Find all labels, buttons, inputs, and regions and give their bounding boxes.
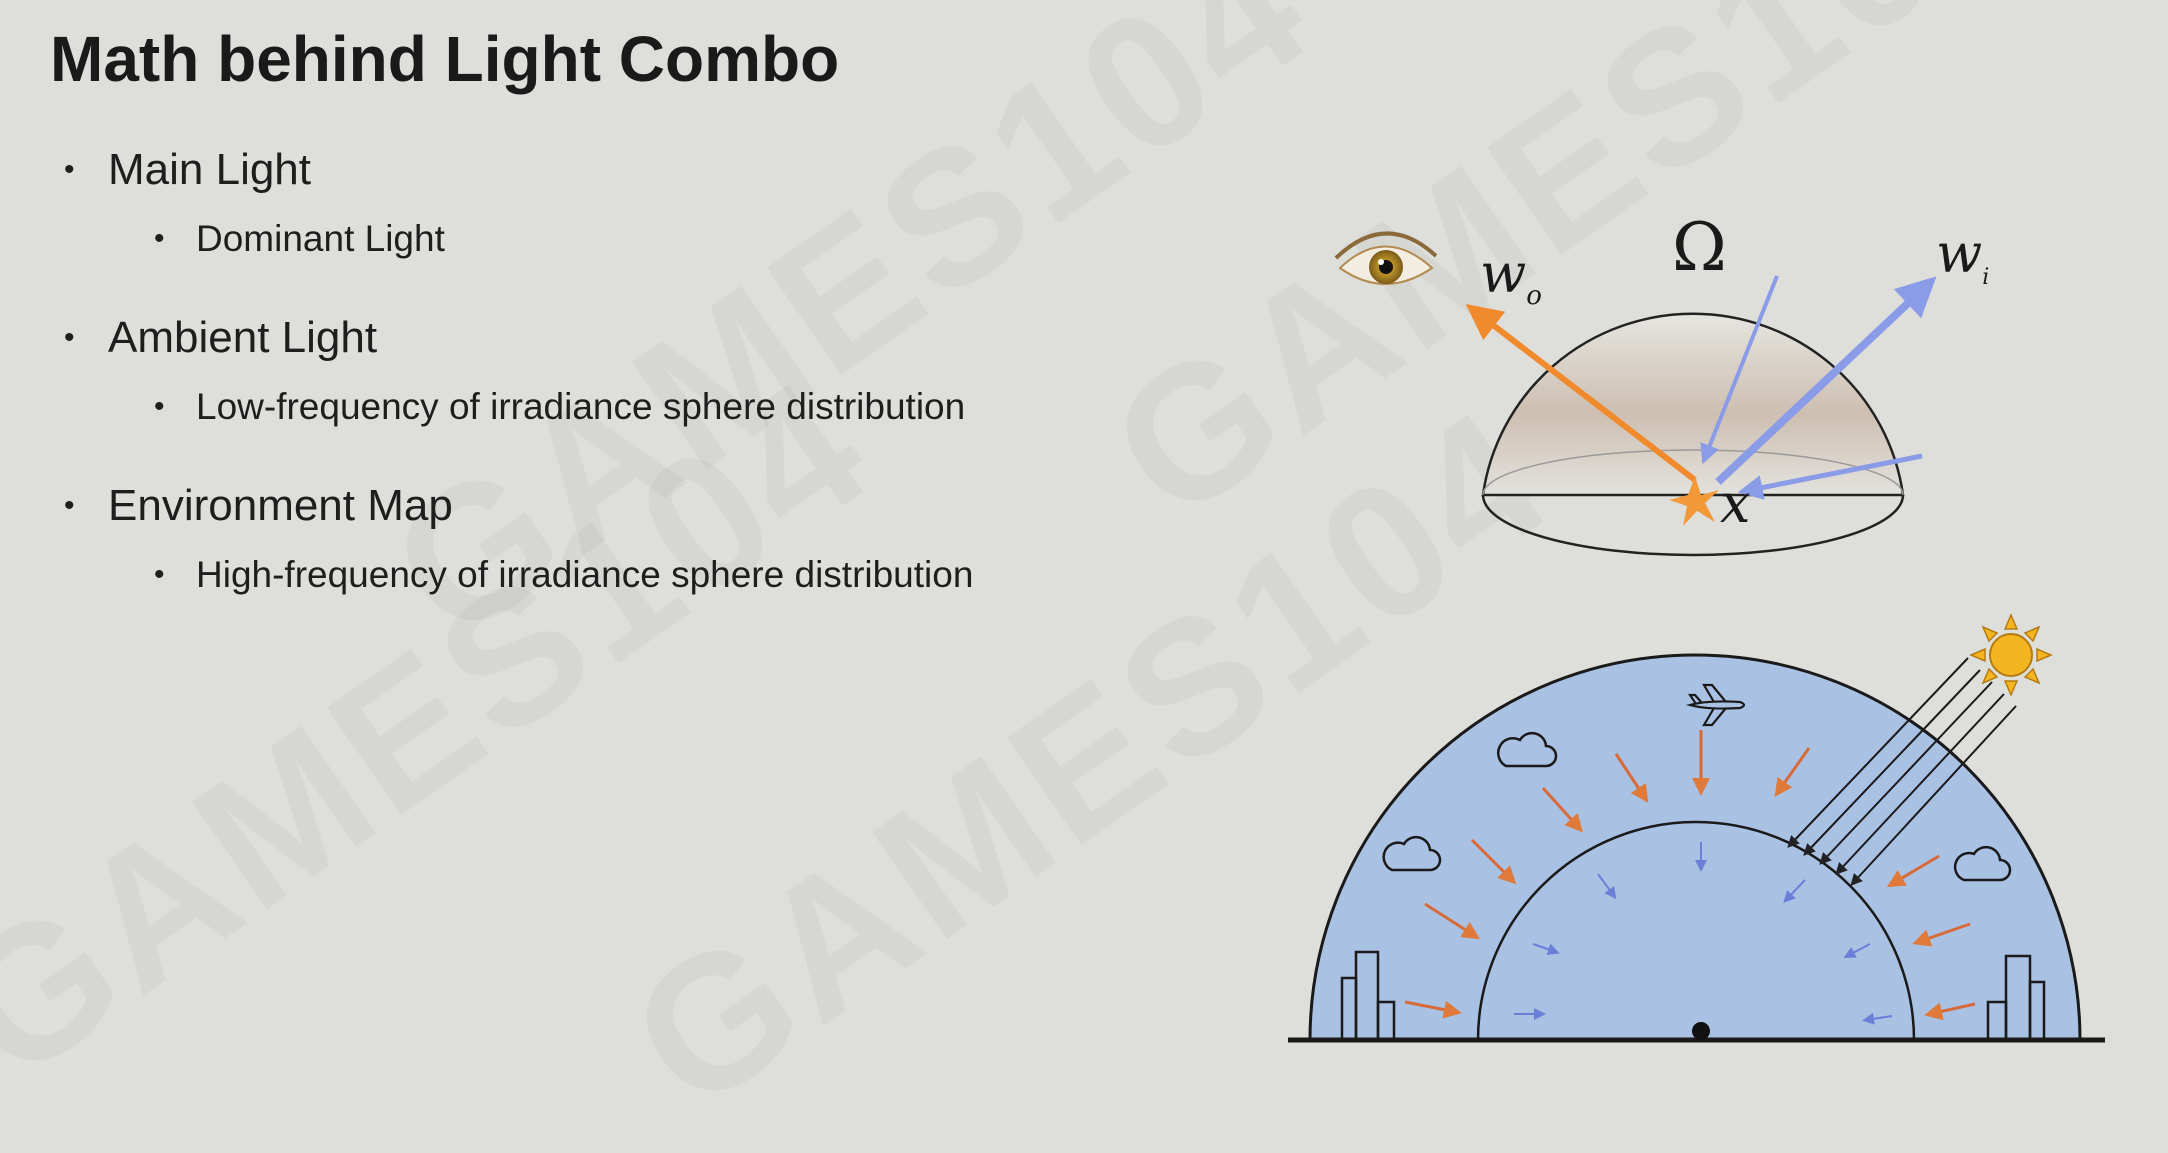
airplane-icon [1685,683,1746,727]
sun-rays [1787,657,2017,886]
observer-point [1692,1022,1710,1040]
outer-irradiance-rays [1404,730,1976,1021]
wo-label: wo [1480,242,1542,311]
slide-title: Math behind Light Combo [50,23,840,95]
wi-label: wi [1936,222,1989,290]
bullet-ambient-light: • Ambient Light [0,303,973,387]
sub-bullet-dominant-light: • Dominant Light [0,219,973,303]
sub-bullet-label: High-frequency of irradiance sphere dist… [196,554,974,595]
omega-label: Ω [1672,209,1727,286]
bullet-dot: • [64,321,75,354]
building-icon [1986,954,2046,1042]
wi-subscript: i [1982,265,1989,290]
sub-bullet-low-frequency: • Low-frequency of irradiance sphere dis… [0,387,973,471]
sun-icon [1969,613,2053,697]
sub-bullet-high-frequency: • High-frequency of irradiance sphere di… [0,555,973,639]
hemisphere-brdf-diagram: Ω wo wi x [1334,209,1989,557]
bullet-environment-map: • Environment Map [0,471,973,555]
outgoing-ray [1465,304,1697,483]
sub-bullet-label: Dominant Light [196,218,445,259]
eye-icon [1334,231,1438,285]
wo-subscript: o [1526,281,1542,311]
wi-symbol: w [1936,222,1982,285]
bullet-label: Environment Map [108,481,453,530]
building-icon [1340,950,1396,1042]
hemisphere-dome [1481,312,1905,557]
bullet-list: • Main Light • Dominant Light • Ambient … [0,135,973,639]
sub-bullet-label: Low-frequency of irradiance sphere distr… [196,386,966,427]
bullet-dot: • [154,390,165,423]
cloud-icon [1953,845,2012,882]
bullet-dot: • [64,153,75,186]
outer-sky-dome [1308,653,2082,1042]
bullet-dot: • [64,489,75,522]
bullet-main-light: • Main Light [0,135,973,219]
cloud-icon [1496,731,1558,768]
cloud-icon [1382,835,1442,872]
x-label: x [1720,472,1750,535]
inner-irradiance-rays [1514,842,1893,1025]
sky-irradiance-diagram [1288,613,2105,1043]
bullet-dot: • [154,222,165,255]
incoming-rays [1700,275,1937,500]
bullet-label: Ambient Light [108,313,378,362]
bullet-label: Main Light [108,145,312,194]
star-icon [1669,476,1719,526]
bullet-dot: • [154,558,165,591]
inner-sky-dome [1476,820,1916,1041]
wo-symbol: w [1480,242,1526,305]
